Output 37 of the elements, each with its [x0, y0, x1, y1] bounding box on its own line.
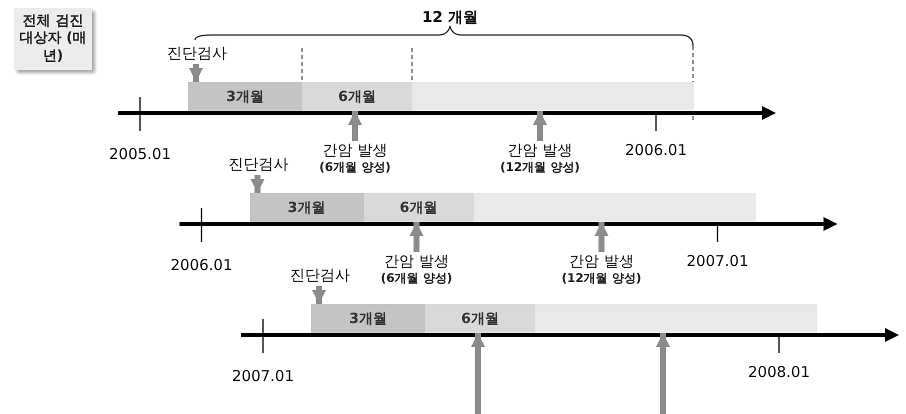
date-label: 2007.01	[230, 367, 296, 385]
event-label: 간암 발생	[384, 252, 449, 270]
period-bar: 3개월	[250, 193, 364, 222]
date-label: 2007.01	[685, 252, 750, 270]
event-note: (12개월 양성)	[562, 270, 642, 286]
period-bar	[474, 193, 756, 222]
event-label: 간암 발생	[569, 252, 634, 270]
arrow	[471, 333, 485, 414]
event-label: 간암 발생	[508, 141, 572, 159]
event-note: (6개월 양성)	[380, 270, 452, 286]
arrow	[348, 111, 362, 141]
test-label: 진단검사	[218, 153, 300, 175]
test-label: 진단검사	[279, 264, 361, 286]
period-bar: 6개월	[425, 304, 535, 333]
arrow	[656, 333, 670, 414]
arrow	[594, 222, 608, 252]
arrow	[410, 222, 424, 252]
event-note: (12개월 양성)	[500, 159, 580, 175]
period-bar: 3개월	[188, 82, 302, 111]
period-bar: 6개월	[302, 82, 412, 111]
date-label: 2008.01	[746, 363, 812, 381]
arrow	[312, 286, 326, 304]
test-label: 진단검사	[156, 42, 238, 64]
event-note: (6개월 양성)	[319, 159, 391, 175]
date-label: 2006.01	[624, 141, 688, 159]
date-label: 2005.01	[108, 145, 172, 163]
date-label: 2006.01	[169, 256, 234, 274]
period-bar: 6개월	[364, 193, 474, 222]
event-label: 간암 발생	[322, 141, 388, 159]
arrow	[189, 64, 203, 82]
group-box: 전체 검진대상자 (매년)	[14, 8, 92, 70]
arrow	[250, 175, 264, 193]
period-bar: 3개월	[311, 304, 425, 333]
brace-label: 12 개월	[420, 8, 480, 26]
period-bar	[412, 82, 694, 111]
period-bar	[535, 304, 817, 333]
arrow	[533, 111, 547, 141]
